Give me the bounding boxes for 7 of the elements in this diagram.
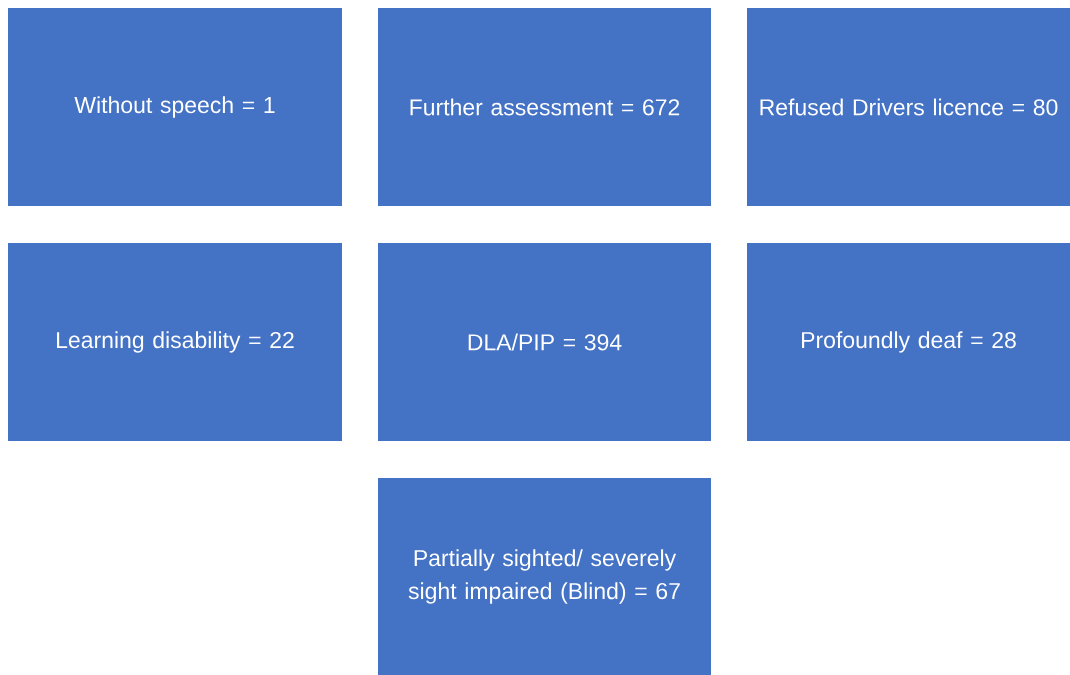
category-box: Without speech = 1 [8, 8, 342, 206]
category-box: Learning disability = 22 [8, 243, 342, 441]
category-box: Profoundly deaf = 28 [747, 243, 1070, 441]
category-box: DLA/PIP = 394 [378, 243, 711, 441]
category-box: Further assessment = 672 [378, 8, 711, 206]
category-box: Partially sighted/ severely sight impaired (Blind) = 67 [378, 478, 711, 675]
category-box: Refused Drivers licence = 80 [747, 8, 1070, 206]
